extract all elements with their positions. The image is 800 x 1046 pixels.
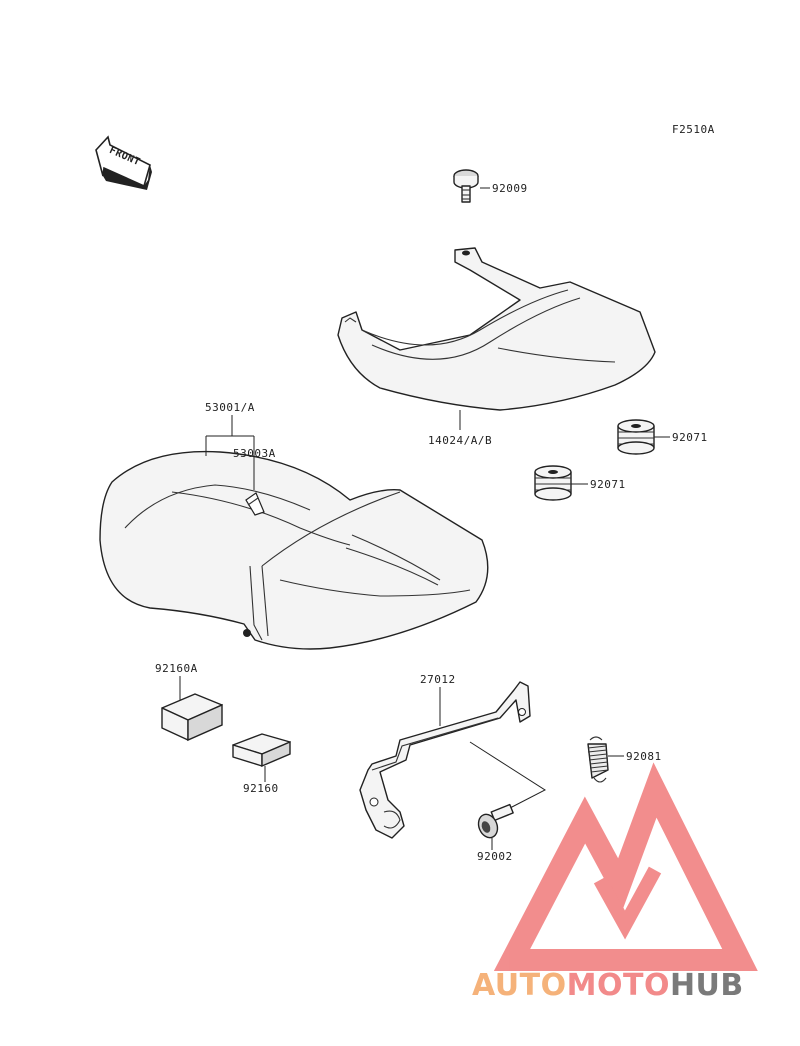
damper-92071-lower [534,465,572,501]
diagram-code: F2510A [672,123,715,136]
seat-53001 [99,450,489,650]
bolt-92002 [477,803,514,839]
pad-92160a [161,693,223,742]
label-92009: 92009 [492,182,528,195]
watermark-auto: AUTO [472,968,567,1003]
label-92160: 92160 [243,782,279,795]
watermark-text: AUTOMOTOHUB [472,968,744,1003]
label-53003a: 53003A [233,447,276,460]
label-92071-upper: 92071 [672,431,708,444]
label-53001: 53001/A [205,401,255,414]
automotohub-triangle-logo [493,762,758,971]
watermark-hub: HUB [670,968,744,1003]
label-92071-lower: 92071 [590,478,626,491]
front-arrow-icon: FRONT [95,135,152,190]
label-92160a: 92160A [155,662,198,675]
label-27012: 27012 [420,673,456,686]
watermark-moto: MOTO [567,968,670,1003]
cover-14024 [337,247,656,411]
bolt-92009 [453,169,479,203]
label-92002: 92002 [477,850,513,863]
bracket-27012 [359,681,531,839]
pad-92160 [232,733,291,768]
label-14024: 14024/A/B [428,434,492,447]
spring-92081 [587,736,609,783]
damper-92071-upper [617,419,655,455]
seat-hook-53003a [245,492,265,516]
label-92081: 92081 [626,750,662,763]
